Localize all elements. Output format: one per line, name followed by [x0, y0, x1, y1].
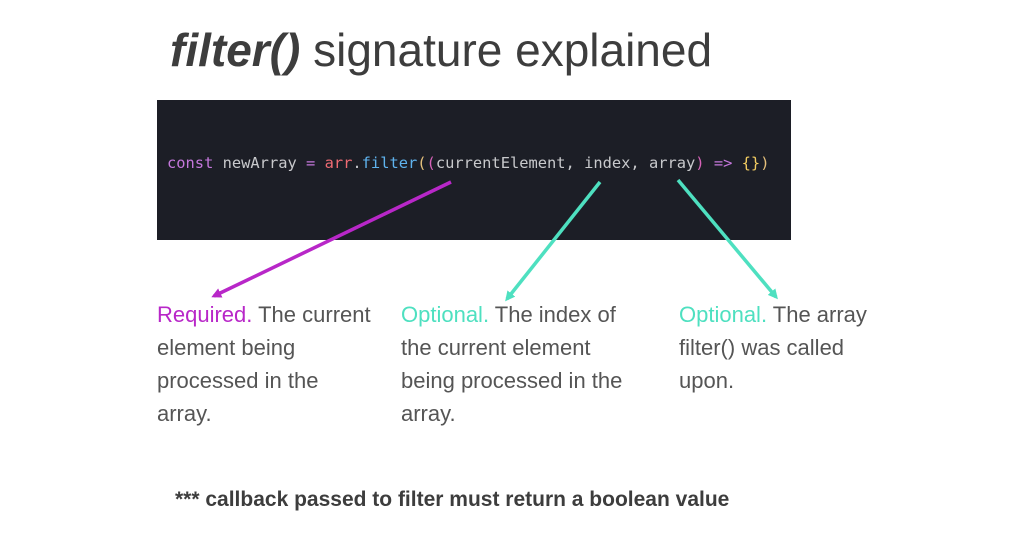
- code-open-paren: (: [417, 154, 427, 172]
- code-dot: .: [352, 154, 362, 172]
- code-close-paren-inner: ): [695, 154, 705, 172]
- code-arr: arr: [315, 154, 353, 172]
- footer-note: *** callback passed to filter must retur…: [175, 488, 730, 511]
- code-filter-method: filter: [361, 154, 418, 172]
- code-const-keyword: const: [167, 154, 214, 172]
- note-array-text: The array filter() was called upon.: [679, 302, 867, 393]
- code-arrow: =>: [704, 154, 742, 172]
- code-body-braces: {}: [741, 154, 761, 172]
- code-line: const newArray = arr.filter((currentElem…: [167, 152, 769, 174]
- note-array: Optional. The array filter() was called …: [679, 298, 899, 397]
- title-rest: signature explained: [300, 24, 713, 76]
- code-equals: =: [306, 154, 316, 172]
- page-title: filter() signature explained: [170, 22, 712, 78]
- code-open-paren-inner: (: [426, 154, 436, 172]
- note-array-lead: Optional.: [679, 302, 768, 327]
- code-variable-name: newArray: [213, 154, 307, 172]
- code-block: const newArray = arr.filter((currentElem…: [157, 100, 791, 240]
- note-index-lead: Optional.: [401, 302, 490, 327]
- note-required: Required. The current element being proc…: [157, 298, 377, 430]
- note-index-text: The index of the current element being p…: [401, 302, 623, 426]
- note-required-lead: Required.: [157, 302, 253, 327]
- title-function-name: filter(): [170, 24, 301, 76]
- code-close-paren: ): [760, 154, 770, 172]
- note-required-text: The current element being processed in t…: [157, 302, 371, 426]
- note-index: Optional. The index of the current eleme…: [401, 298, 626, 430]
- code-params: currentElement, index, array: [435, 154, 696, 172]
